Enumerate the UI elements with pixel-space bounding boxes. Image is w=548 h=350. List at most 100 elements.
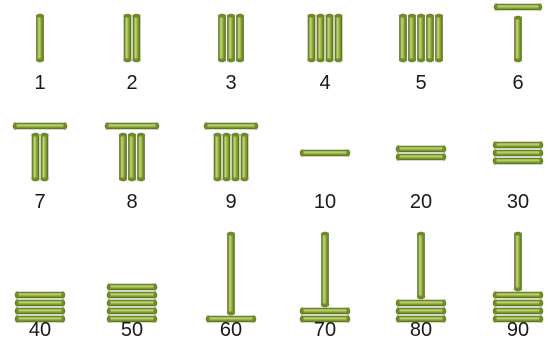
numeral-label: 7 bbox=[0, 192, 80, 212]
numeral-50: 50 bbox=[92, 228, 172, 340]
numeral-label: 4 bbox=[285, 73, 365, 93]
numeral-70: 70 bbox=[285, 228, 365, 340]
vertical-rod bbox=[334, 14, 342, 62]
horizontal-rod bbox=[300, 149, 350, 156]
numeral-1: 1 bbox=[0, 0, 80, 112]
horizontal-rod bbox=[204, 122, 258, 129]
horizontal-rod bbox=[493, 299, 543, 306]
vertical-rod bbox=[218, 14, 226, 62]
numeral-label: 50 bbox=[92, 320, 172, 340]
horizontal-rod bbox=[300, 307, 350, 314]
numeral-20-rods bbox=[381, 118, 461, 230]
numeral-label: 10 bbox=[285, 192, 365, 212]
horizontal-rod bbox=[493, 291, 543, 298]
numeral-2-rods bbox=[92, 0, 172, 112]
numeral-label: 2 bbox=[92, 73, 172, 93]
vertical-rod bbox=[321, 232, 329, 307]
horizontal-rod bbox=[107, 283, 157, 290]
vertical-rod bbox=[231, 133, 239, 181]
vertical-rod bbox=[514, 16, 522, 62]
numeral-2: 2 bbox=[92, 0, 172, 112]
numeral-label: 80 bbox=[381, 320, 461, 340]
numeral-6-rods bbox=[478, 0, 548, 112]
horizontal-rod bbox=[396, 153, 446, 160]
horizontal-rod bbox=[493, 141, 543, 148]
numeral-9-rods bbox=[191, 118, 271, 230]
vertical-rod bbox=[417, 14, 425, 62]
vertical-rod bbox=[137, 133, 145, 181]
horizontal-rod bbox=[15, 307, 65, 314]
vertical-rod bbox=[236, 14, 244, 62]
vertical-rod bbox=[128, 133, 136, 181]
horizontal-rod bbox=[396, 299, 446, 306]
vertical-rod bbox=[426, 14, 434, 62]
horizontal-rod bbox=[15, 291, 65, 298]
numeral-label: 8 bbox=[92, 192, 172, 212]
vertical-rod bbox=[240, 133, 248, 181]
vertical-rod bbox=[132, 14, 140, 62]
vertical-rod bbox=[31, 133, 39, 181]
vertical-rod bbox=[316, 14, 324, 62]
numeral-1-rods bbox=[0, 0, 80, 112]
horizontal-rod bbox=[493, 307, 543, 314]
numeral-6: 6 bbox=[478, 0, 548, 112]
vertical-rod bbox=[40, 133, 48, 181]
numeral-80: 80 bbox=[381, 228, 461, 340]
horizontal-rod bbox=[396, 145, 446, 152]
vertical-rod bbox=[227, 232, 235, 315]
numeral-label: 20 bbox=[381, 192, 461, 212]
vertical-rod bbox=[435, 14, 443, 62]
vertical-rod bbox=[227, 14, 235, 62]
vertical-rod bbox=[325, 14, 333, 62]
horizontal-rod bbox=[107, 291, 157, 298]
vertical-rod bbox=[307, 14, 315, 62]
numeral-10-rods bbox=[285, 118, 365, 230]
vertical-rod bbox=[222, 133, 230, 181]
vertical-rod bbox=[399, 14, 407, 62]
numeral-label: 70 bbox=[285, 320, 365, 340]
numeral-label: 6 bbox=[478, 73, 548, 93]
numeral-60: 60 bbox=[191, 228, 271, 340]
horizontal-rod bbox=[107, 307, 157, 314]
vertical-rod bbox=[514, 232, 522, 291]
horizontal-rod bbox=[107, 299, 157, 306]
numeral-8-rods bbox=[92, 118, 172, 230]
numeral-30: 30 bbox=[478, 118, 548, 230]
numeral-label: 9 bbox=[191, 192, 271, 212]
numeral-label: 40 bbox=[0, 320, 80, 340]
numeral-3: 3 bbox=[191, 0, 271, 112]
vertical-rod bbox=[408, 14, 416, 62]
numeral-label: 90 bbox=[478, 320, 548, 340]
horizontal-rod bbox=[494, 3, 542, 10]
vertical-rod bbox=[123, 14, 131, 62]
numeral-8: 8 bbox=[92, 118, 172, 230]
numeral-4: 4 bbox=[285, 0, 365, 112]
horizontal-rod bbox=[396, 307, 446, 314]
numeral-label: 60 bbox=[191, 320, 271, 340]
numeral-label: 5 bbox=[381, 73, 461, 93]
horizontal-rod bbox=[493, 157, 543, 164]
numeral-30-rods bbox=[478, 118, 548, 230]
numeral-label: 3 bbox=[191, 73, 271, 93]
numeral-label: 30 bbox=[478, 192, 548, 212]
horizontal-rod bbox=[15, 299, 65, 306]
vertical-rod bbox=[417, 232, 425, 299]
vertical-rod bbox=[213, 133, 221, 181]
horizontal-rod bbox=[13, 122, 67, 129]
numeral-40: 40 bbox=[0, 228, 80, 340]
vertical-rod bbox=[119, 133, 127, 181]
numeral-10: 10 bbox=[285, 118, 365, 230]
numeral-label: 1 bbox=[0, 73, 80, 93]
numeral-5: 5 bbox=[381, 0, 461, 112]
numeral-7-rods bbox=[0, 118, 80, 230]
numeral-3-rods bbox=[191, 0, 271, 112]
numeral-9: 9 bbox=[191, 118, 271, 230]
vertical-rod bbox=[36, 14, 44, 62]
numeral-5-rods bbox=[381, 0, 461, 112]
horizontal-rod bbox=[105, 122, 159, 129]
numeral-20: 20 bbox=[381, 118, 461, 230]
horizontal-rod bbox=[493, 149, 543, 156]
numeral-7: 7 bbox=[0, 118, 80, 230]
numeral-4-rods bbox=[285, 0, 365, 112]
